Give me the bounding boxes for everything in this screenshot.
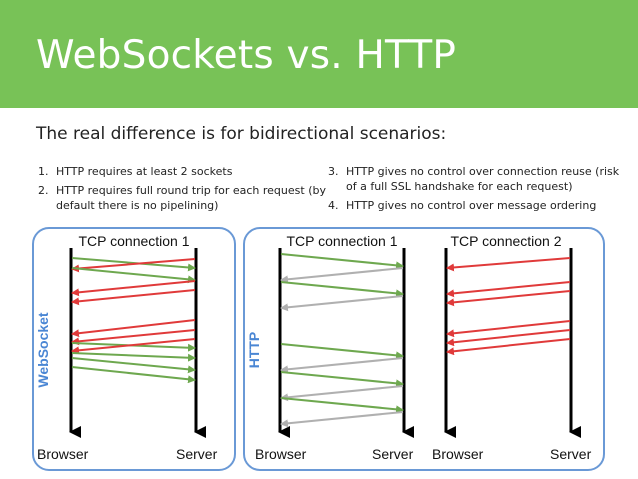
http-connection-2-browser-label: Browser (432, 446, 484, 462)
points-list-right: 3. HTTP gives no control over connection … (328, 164, 628, 217)
websocket-browser-label: Browser (37, 446, 89, 462)
point-number: 3. (328, 165, 339, 178)
message-to-browser-arrow (71, 329, 196, 346)
point-item: 4. HTTP gives no control over message ord… (328, 198, 628, 213)
message-to-server-arrow (71, 352, 196, 362)
websocket-server-label: Server (176, 446, 218, 462)
websocket-side-label: WebSocket (35, 312, 51, 388)
point-text: HTTP requires full round trip for each r… (56, 184, 326, 212)
message-to-browser-arrow (71, 280, 196, 297)
http-panel: HTTP TCP connection 1 Browser Server TCP… (243, 227, 605, 471)
message-to-browser-arrow (71, 338, 196, 355)
request-arrow (280, 253, 404, 270)
http-connection-2-server-label: Server (550, 446, 592, 462)
response-arrow (280, 267, 404, 284)
http-side-label: HTTP (246, 332, 262, 369)
response-arrow (280, 385, 404, 402)
http-connection-1-browser-label: Browser (255, 446, 307, 462)
message-to-browser-arrow (71, 258, 196, 273)
websocket-panel: WebSocket TCP connection 1 Browser Serve… (32, 227, 236, 471)
message-to-browser-arrow (71, 289, 196, 306)
response-arrow (280, 411, 404, 428)
slide-title: WebSockets vs. HTTP (36, 33, 457, 78)
response-arrow (280, 357, 404, 374)
point-number: 1. (38, 165, 49, 178)
message-to-server-arrow (71, 366, 196, 384)
server-push-arrow (446, 338, 571, 356)
point-text: HTTP requires at least 2 sockets (56, 165, 233, 178)
websocket-panel-border (32, 227, 236, 471)
http-connection-1-server-label: Server (372, 446, 414, 462)
point-text: HTTP gives no control over message order… (346, 199, 597, 212)
message-to-server-arrow (71, 357, 196, 374)
title-bar: WebSockets vs. HTTP (0, 0, 638, 108)
point-item: 1. HTTP requires at least 2 sockets (38, 164, 328, 179)
server-push-arrow (446, 257, 571, 272)
request-arrow (280, 397, 404, 414)
server-push-arrow (446, 329, 571, 347)
points-list-left: 1. HTTP requires at least 2 sockets 2. HTT… (38, 164, 328, 217)
http-connection-1-title: TCP connection 1 (286, 233, 397, 249)
http-connection-2-title: TCP connection 2 (450, 233, 561, 249)
response-arrow (280, 295, 404, 312)
server-push-arrow (446, 290, 571, 307)
slide-subtitle: The real difference is for bidirectional… (36, 124, 447, 144)
request-arrow (280, 281, 404, 298)
point-number: 2. (38, 184, 49, 197)
server-push-arrow (446, 281, 571, 298)
point-item: 3. HTTP gives no control over connection … (328, 164, 628, 194)
http-panel-border (243, 227, 605, 471)
request-arrow (280, 343, 404, 360)
point-text: HTTP gives no control over connection re… (346, 165, 620, 193)
point-item: 2. HTTP requires full round trip for each… (38, 183, 328, 213)
message-to-browser-arrow (71, 319, 196, 338)
server-push-arrow (446, 320, 571, 338)
message-to-server-arrow (71, 267, 196, 284)
point-number: 4. (328, 199, 339, 212)
request-arrow (280, 371, 404, 388)
websocket-connection-title: TCP connection 1 (78, 233, 189, 249)
